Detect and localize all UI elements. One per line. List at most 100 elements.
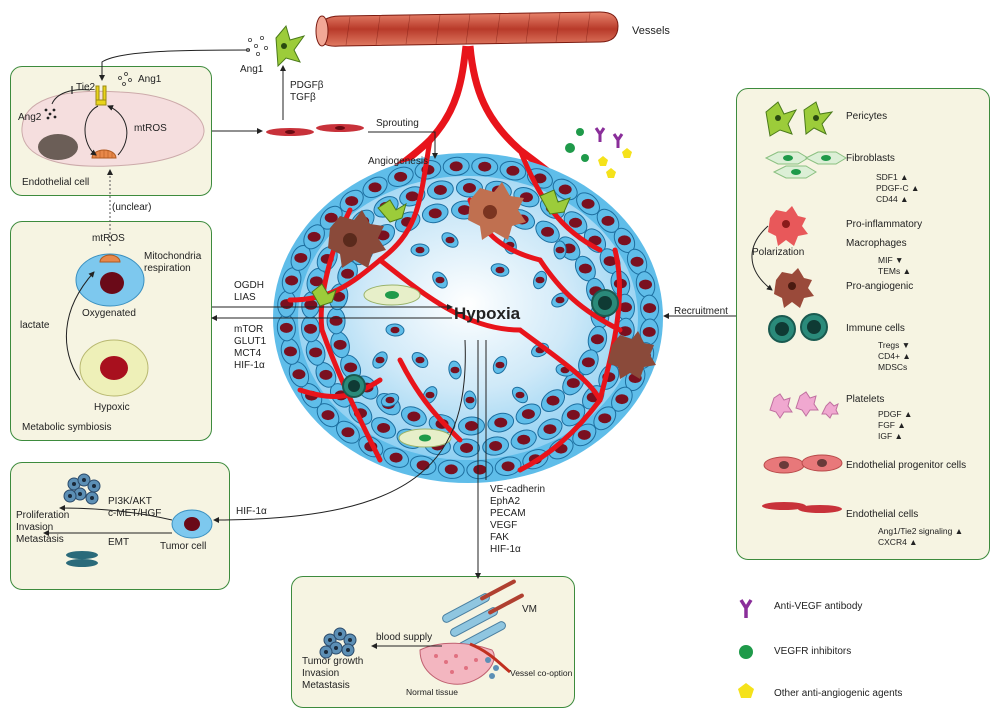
tumor-cell-nucleus bbox=[465, 396, 475, 404]
metastasis-vm-label: Metastasis bbox=[302, 680, 350, 691]
mtros-metabolic-label: mtROS bbox=[92, 233, 125, 244]
macro-marker-1: TEMs ▲ bbox=[878, 266, 911, 276]
vm-graphics bbox=[319, 579, 524, 685]
tumor-cell-nucleus bbox=[292, 369, 306, 380]
tumor-cell-nucleus bbox=[428, 208, 442, 219]
glut1-label: GLUT1 bbox=[234, 336, 267, 347]
pro-inflammatory-label: Pro-inflammatory bbox=[846, 219, 923, 230]
tumor-cell-nucleus bbox=[444, 464, 458, 475]
tumor-cell-nucleus bbox=[285, 275, 299, 286]
down-list-2: PECAM bbox=[490, 508, 526, 519]
tumor-cell-nucleus bbox=[425, 391, 435, 399]
macrophages-label: Macrophages bbox=[846, 238, 907, 249]
mct4-label: MCT4 bbox=[234, 348, 262, 359]
tumor-cell-nucleus bbox=[566, 378, 580, 389]
tumor-cell-nucleus bbox=[581, 198, 595, 209]
platelet-marker-2: IGF ▲ bbox=[878, 431, 903, 441]
immune-marker-2: MDSCs bbox=[878, 362, 908, 372]
tumor-cell-nucleus bbox=[464, 421, 478, 431]
tumor-cell-nucleus bbox=[642, 327, 656, 337]
blood-supply-label: blood supply bbox=[376, 632, 433, 643]
sprouting-label: Sprouting bbox=[376, 118, 419, 129]
legend-icons bbox=[738, 599, 754, 698]
tumor-cell-nucleus bbox=[307, 231, 321, 242]
platelet-marker-1: FGF ▲ bbox=[878, 420, 906, 430]
tumor-mass bbox=[273, 137, 663, 483]
tumor-cell-nucleus bbox=[344, 362, 358, 373]
pi3k-label: PI3K/AKT bbox=[108, 496, 152, 507]
tumor-cell-nucleus bbox=[566, 409, 580, 420]
tumor-cell-nucleus bbox=[450, 366, 460, 374]
tumor-cell-nucleus bbox=[558, 184, 572, 195]
mtor-label: mTOR bbox=[234, 324, 264, 335]
tumor-cell-nucleus bbox=[495, 266, 505, 274]
vessel-top bbox=[315, 11, 619, 47]
tumor-cell-nucleus bbox=[294, 252, 308, 263]
tumor-cell-nucleus bbox=[495, 361, 505, 369]
tumor-cell-nucleus bbox=[390, 326, 400, 334]
tumor-cell-nucleus bbox=[515, 391, 525, 399]
fibro-marker-0: SDF1 ▲ bbox=[876, 172, 909, 182]
tumor-cell-nucleus bbox=[416, 460, 430, 471]
tumor-cell-nucleus bbox=[569, 217, 583, 228]
fibroblasts-label: Fibroblasts bbox=[846, 153, 895, 164]
metabolic-caption: Metabolic symbiosis bbox=[22, 422, 112, 433]
fibro-marker-2: CD44 ▲ bbox=[876, 194, 909, 204]
metastasis-label: Metastasis bbox=[16, 534, 64, 545]
tumor-cell-graphics bbox=[43, 473, 213, 567]
tumor-cell-nucleus bbox=[506, 165, 520, 176]
tumor-cell-nucleus bbox=[332, 291, 346, 302]
hypoxia-label: Hypoxia bbox=[454, 304, 521, 323]
pdgfb-label: PDGFβ bbox=[290, 80, 324, 91]
immune-marker-0: Tregs ▼ bbox=[878, 340, 911, 350]
lias-label: LIAS bbox=[234, 292, 256, 303]
proliferation-label: Proliferation bbox=[16, 510, 70, 521]
tumor-cell-nucleus bbox=[501, 461, 515, 472]
hif1a-left-label: HIF-1α bbox=[234, 360, 265, 371]
tumor-cell-nucleus bbox=[519, 192, 533, 203]
tumor-cell-nucleus bbox=[309, 276, 323, 287]
tumor-cell-nucleus bbox=[415, 246, 425, 254]
pericyte-ang1 bbox=[245, 24, 306, 68]
tumor-cell-nucleus bbox=[598, 413, 612, 424]
legend-other: Other anti-angiogenic agents bbox=[774, 688, 903, 699]
fibro-marker-1: PDGF-C ▲ bbox=[876, 183, 920, 193]
polarization-label: Polarization bbox=[752, 247, 805, 258]
emt-label: EMT bbox=[108, 537, 130, 548]
normal-tissue-label: Normal tissue bbox=[406, 687, 458, 697]
tumor-cell-nucleus bbox=[341, 427, 355, 438]
down-list-1: EphA2 bbox=[490, 496, 521, 507]
tumor-cell-nucleus bbox=[615, 394, 629, 405]
ec-marker-1: CXCR4 ▲ bbox=[878, 537, 918, 547]
unclear-label: (unclear) bbox=[112, 202, 152, 213]
ogdh-label: OGDH bbox=[234, 280, 264, 291]
drug-molecules bbox=[565, 127, 632, 178]
tumor-cell-nucleus bbox=[618, 302, 632, 313]
pericytes-label: Pericytes bbox=[846, 111, 888, 122]
pro-angiogenic-label: Pro-angiogenic bbox=[846, 281, 914, 292]
ec-marker-0: Ang1/Tie2 signaling ▲ bbox=[878, 526, 964, 536]
tumor-cell-nucleus bbox=[630, 256, 644, 267]
tumor-cell-nucleus bbox=[577, 429, 591, 440]
tie2-label: Tie2 bbox=[76, 82, 96, 93]
tumor-cell-nucleus bbox=[578, 263, 592, 274]
tumor-cell-nucleus bbox=[319, 369, 333, 380]
ang1-box-label: Ang1 bbox=[138, 74, 162, 85]
down-list-4: FAK bbox=[490, 532, 509, 543]
metabolic-cells bbox=[65, 253, 149, 397]
recruitment-label: Recruitment bbox=[674, 306, 728, 317]
tumor-cell-nucleus bbox=[478, 161, 492, 172]
tumor-cells-inner bbox=[372, 232, 575, 410]
tumor-cell-nucleus bbox=[601, 215, 615, 226]
tumor-cell-nucleus bbox=[473, 464, 487, 475]
right-panel-icons bbox=[751, 101, 847, 513]
down-list-3: VEGF bbox=[490, 520, 518, 531]
mito-label-2: respiration bbox=[144, 263, 191, 274]
tumor-cell-nucleus bbox=[279, 322, 293, 333]
tumor-cell-nucleus bbox=[581, 357, 595, 368]
hypoxic-label: Hypoxic bbox=[94, 402, 130, 413]
tumor-cell-nucleus bbox=[333, 339, 347, 350]
legend-inhibitor: VEGFR inhibitors bbox=[774, 646, 852, 657]
